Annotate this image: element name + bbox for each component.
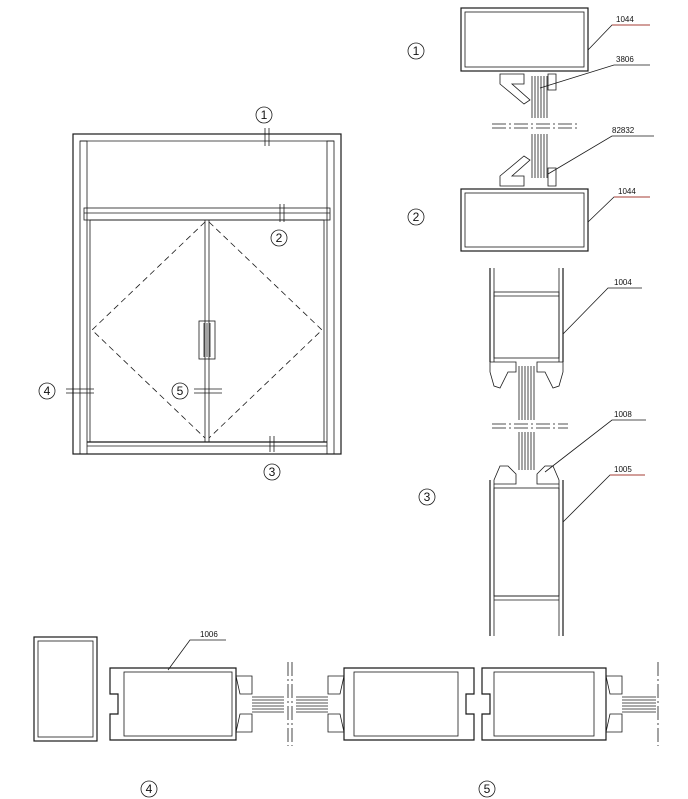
glass-45-a [252,696,284,713]
bead-45-mid-a [327,675,345,695]
profile-1044-bottom [460,188,589,252]
callout-circle-3 [263,463,281,481]
glass-bottom [531,134,548,178]
section-label-4: 4 [146,782,153,796]
section-4-5: 1006 4 5 [33,630,659,798]
section-circle-3 [418,488,436,506]
section-circle-4 [140,780,158,798]
label-3806: 3806 [616,55,634,64]
profile-1044-top [460,7,589,72]
bead-top-right [547,73,557,91]
section-circle-2 [407,208,425,226]
bead-bottom-right [547,167,557,187]
callout-4: 4 [44,384,51,398]
transom-bar [83,207,331,221]
callout-circle-5 [171,382,189,400]
p1004-chamber [493,291,560,359]
callout-2: 2 [276,231,283,245]
leader-1005 [562,474,645,523]
profile-1006-left [109,667,237,741]
side-profile-inner [37,640,94,738]
leader-82832 [547,135,654,175]
label-1005: 1005 [614,465,632,474]
label-1006: 1006 [200,630,218,639]
leader-1004 [562,287,642,335]
label-1044-bottom: 1044 [618,187,636,196]
dashed-swing-right [208,221,323,439]
callout-circle-1 [255,106,273,124]
section-1-2: 1 2 [407,7,654,252]
bead-45-mid-b [327,713,345,733]
bead-45-left-b [235,713,253,733]
p1004-bead [489,361,564,389]
glass-top [531,76,548,118]
profile-1044-top-inner [464,11,585,68]
profile-1044-bottom-inner [464,192,585,248]
section-label-2: 2 [413,210,420,224]
leader-1006 [167,639,226,671]
label-1004: 1004 [614,278,632,287]
door-handle [198,320,216,360]
inner-frame-right [326,140,335,455]
profile-mid-inner [353,671,459,737]
section-circle-1 [407,42,425,60]
profile-1006-left-inner [123,671,233,737]
leader-1008 [544,419,646,473]
side-profile-outer [33,636,98,742]
section-label-3: 3 [424,490,431,504]
bead-bottom-left [499,155,531,187]
p1005-chamber [493,487,560,597]
glass-45-b [296,696,328,713]
section-label-5: 5 [484,782,491,796]
callout-circle-2 [270,229,288,247]
door-elevation: 1 2 3 4 5 [38,106,342,481]
section-3: 3 [418,268,646,636]
callout-3: 3 [269,465,276,479]
inner-frame-left [79,140,88,455]
bead-top-left [499,73,531,105]
label-1044-top: 1044 [616,15,634,24]
leader-1044-bottom [587,196,650,223]
bead-right-a [605,675,623,695]
section-circle-5 [478,780,496,798]
profile-right-inner [493,671,595,737]
callout-1: 1 [261,108,268,122]
callout-5: 5 [177,384,184,398]
glass-s3-lower [518,432,535,470]
callout-circle-4 [38,382,56,400]
leader-1044-top [587,24,650,51]
glass-right [622,696,656,713]
dashed-swing-left [91,221,206,439]
bead-45-left-a [235,675,253,695]
bead-right-b [605,713,623,733]
profile-right [481,667,607,741]
leader-3806 [539,64,650,89]
profile-mid [343,667,475,741]
label-82832: 82832 [612,126,635,135]
outer-frame [72,133,342,455]
section-label-1: 1 [413,44,420,58]
label-1008: 1008 [614,410,632,419]
glass-s3-upper [518,366,535,420]
